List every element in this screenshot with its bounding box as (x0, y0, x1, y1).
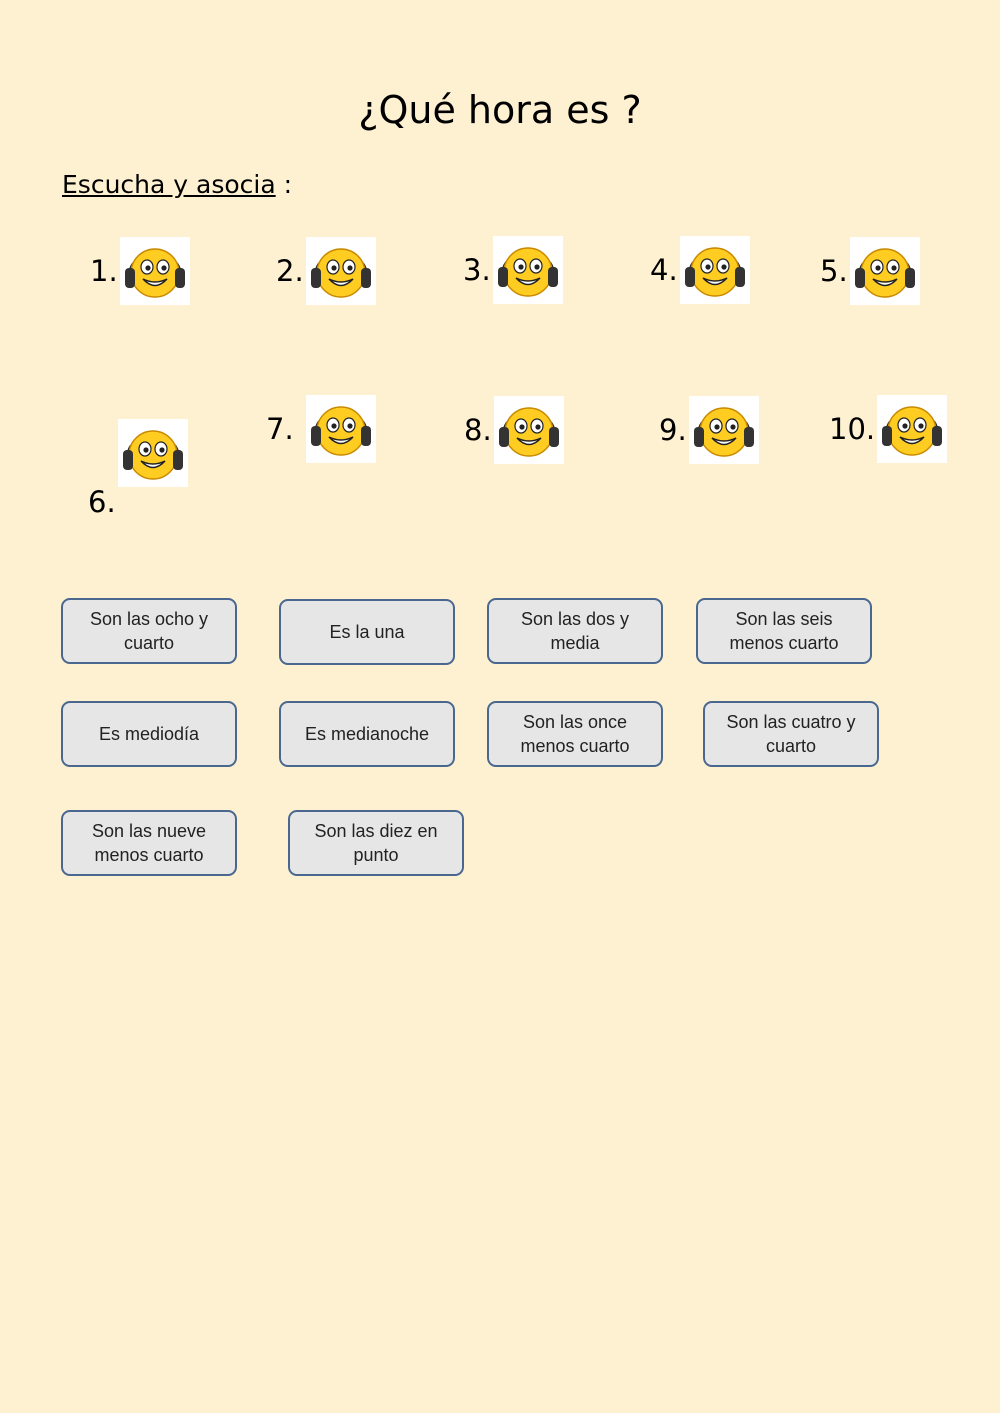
item-number: 9. (659, 413, 687, 447)
answer-chip-1[interactable]: Son las ocho y cuarto (61, 598, 237, 664)
answer-chip-7[interactable]: Son las once menos cuarto (487, 701, 663, 767)
headphones-smiley-icon[interactable] (119, 237, 190, 305)
headphones-smiley-icon[interactable] (305, 395, 376, 463)
answer-chip-4[interactable]: Son las seis menos cuarto (696, 598, 872, 664)
answer-chip-9[interactable]: Son las nueve menos cuarto (61, 810, 237, 876)
item-number: 6. (88, 485, 116, 519)
audio-item-9: 9. (659, 396, 759, 464)
audio-item-4: 4. (650, 236, 750, 304)
headphones-smiley-icon[interactable] (492, 236, 563, 304)
answer-chip-6[interactable]: Es medianoche (279, 701, 455, 767)
audio-item-7: 7. (266, 395, 376, 463)
audio-item-8: 8. (464, 396, 564, 464)
item-number: 3. (463, 253, 491, 287)
answer-chip-2[interactable]: Es la una (279, 599, 455, 665)
audio-item-1: 1. (90, 237, 190, 305)
audio-item-3: 3. (463, 236, 563, 304)
answer-chip-10[interactable]: Son las diez en punto (288, 810, 464, 876)
audio-item-10: 10. (829, 395, 948, 463)
audio-item-5: 5. (820, 237, 920, 305)
instruction-suffix: : (275, 170, 293, 199)
item-number: 4. (650, 253, 678, 287)
instruction: Escucha y asocia : (62, 170, 292, 199)
item-number: 10. (829, 412, 876, 446)
answer-chip-8[interactable]: Son las cuatro y cuarto (703, 701, 879, 767)
answer-chip-3[interactable]: Son las dos y media (487, 598, 663, 664)
answer-chip-5[interactable]: Es mediodía (61, 701, 237, 767)
page-title: ¿Qué hora es ? (358, 88, 642, 132)
headphones-smiley-icon[interactable] (493, 396, 564, 464)
headphones-smiley-icon[interactable] (679, 236, 750, 304)
item-number: 8. (464, 413, 492, 447)
headphones-smiley-icon[interactable] (305, 237, 376, 305)
audio-item-2: 2. (276, 237, 376, 305)
item-number: 7. (266, 412, 294, 446)
headphones-smiley-icon[interactable] (849, 237, 920, 305)
item-number: 1. (90, 254, 118, 288)
item-number: 2. (276, 254, 304, 288)
headphones-smiley-icon[interactable] (117, 419, 188, 487)
instruction-label: Escucha y asocia (62, 170, 276, 199)
audio-item-6: 6. (88, 387, 188, 519)
headphones-smiley-icon[interactable] (688, 396, 759, 464)
item-number: 5. (820, 254, 848, 288)
headphones-smiley-icon[interactable] (877, 395, 948, 463)
